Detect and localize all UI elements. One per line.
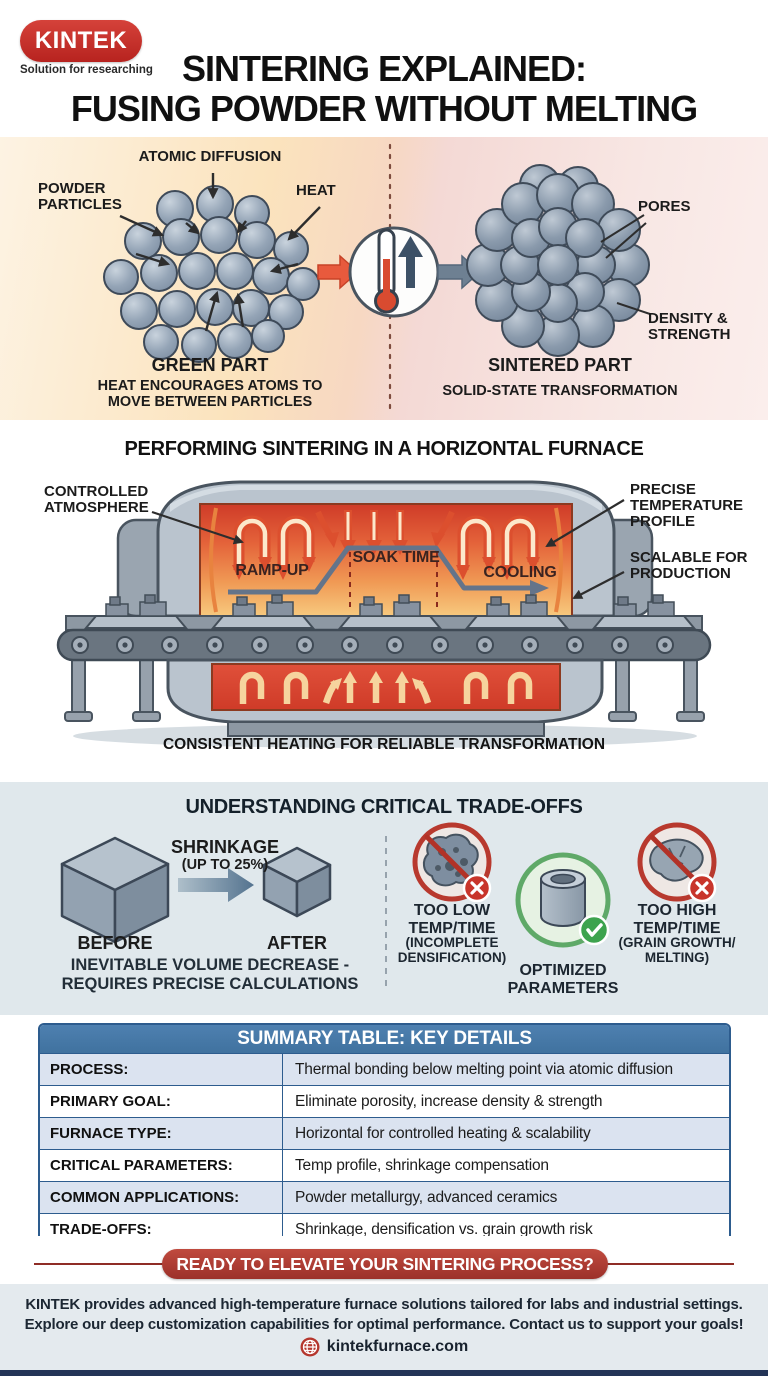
part-trays [83,594,697,629]
label-leader-lines [600,214,651,315]
sintered-particle-cluster [466,164,650,357]
before-cube [60,836,170,944]
row-label: COMMON APPLICATIONS: [40,1182,283,1213]
row-value: Thermal bonding below melting point via … [295,1060,673,1078]
furnace-lower-body [166,658,604,737]
process-section: ATOMIC DIFFUSION POWDER PARTICLES HEAT P… [0,137,768,420]
furnace-section: PERFORMING SINTERING IN A HORIZONTAL FUR… [0,420,768,782]
conveyor-belt [56,628,712,662]
shrinkage-arrow [178,868,254,902]
green-part-caption: HEAT ENCOURAGES ATOMS TO MOVE BETWEEN PA… [97,378,323,411]
furnace-illustration [56,480,712,748]
powder-particle-cluster [103,185,320,363]
footer-message-line2: Explore our deep customization capabilit… [24,1316,744,1333]
table-row: CRITICAL PARAMETERS: Temp profile, shrin… [40,1149,729,1181]
website-link[interactable]: kintekfurnace.com [326,1338,469,1355]
temperature-profile-line [228,545,549,612]
label-optimized: OPTIMIZED PARAMETERS [507,962,619,998]
label-too-high-sub: (GRAIN GROWTH/ MELTING) [618,935,736,965]
row-value: Powder metallurgy, advanced ceramics [295,1188,558,1206]
zone-label-cooling: COOLING [483,564,557,581]
row-value: Temp profile, shrinkage compensation [295,1156,549,1174]
check-badge-icon [578,914,610,946]
row-value: Horizontal for controlled heating & scal… [295,1124,591,1142]
footer-background [0,1284,768,1376]
tradeoffs-section: UNDERSTANDING CRITICAL TRADE-OFFS SHRINK… [0,782,768,1015]
sintered-part-title: SINTERED PART [488,355,632,375]
label-before: BEFORE [77,933,153,953]
shrinkage-caption: INEVITABLE VOLUME DECREASE - REQUIRES PR… [61,956,359,994]
optimized-icon [515,852,611,948]
summary-table: SUMMARY TABLE: KEY DETAILS PROCESS: Ther… [38,1023,731,1247]
label-controlled-atmosphere: CONTROLLED ATMOSPHERE [44,483,149,517]
row-label: PRIMARY GOAL: [40,1086,283,1117]
label-too-low-sub: (INCOMPLETE DENSIFICATION) [397,935,507,965]
summary-section: SUMMARY TABLE: KEY DETAILS PROCESS: Ther… [0,1015,768,1247]
label-shrinkage: SHRINKAGE [170,837,279,857]
label-heat: HEAT [296,182,336,199]
too-high-icon [637,822,717,903]
green-part-title: GREEN PART [151,355,269,375]
heat-flow-arrows-upper [232,510,540,580]
furnace-label-arrows [151,499,625,599]
row-label: PROCESS: [40,1054,283,1085]
diffusion-arrows [119,173,321,332]
zone-label-soak-time: SOAK TIME [352,549,440,566]
page-title-line2: FUSING POWDER WITHOUT MELTING [70,88,698,129]
label-atomic-diffusion: ATOMIC DIFFUSION [138,148,282,165]
footer-message-line1: KINTEK provides advanced high-temperatur… [25,1296,743,1313]
row-label: TRADE-OFFS: [40,1214,283,1245]
label-after: AFTER [267,933,327,953]
furnace-caption: CONSISTENT HEATING FOR RELIABLE TRANSFOR… [162,736,606,753]
x-badge-icon [687,873,717,903]
banner-line-right [604,1263,734,1265]
table-row: FURNACE TYPE: Horizontal for controlled … [40,1117,729,1149]
label-too-low: TOO LOW TEMP/TIME [408,902,496,937]
label-powder-particles: POWDER PARTICLES [38,180,122,214]
table-row: PRIMARY GOAL: Eliminate porosity, increa… [40,1085,729,1117]
footer-bottom-bar [0,1370,768,1376]
x-badge-icon [462,873,492,903]
heat-arrow [317,254,360,290]
label-density-strength: DENSITY & STRENGTH [648,310,731,344]
page-title-line1: SINTERING EXPLAINED: [181,48,587,89]
row-value: Eliminate porosity, increase density & s… [295,1092,603,1110]
cta-banner: READY TO ELEVATE YOUR SINTERING PROCESS? [162,1249,608,1279]
table-row: TRADE-OFFS: Shrinkage, densification vs.… [40,1213,729,1245]
kintek-logo: KINTEK [20,20,142,62]
sintered-part-caption: SOLID-STATE TRANSFORMATION [442,383,678,399]
globe-icon [300,1337,320,1357]
label-precise-temperature-profile: PRECISE TEMPERATURE PROFILE [630,481,744,531]
process-illustration [103,143,651,415]
tradeoffs-title: UNDERSTANDING CRITICAL TRADE-OFFS [185,796,583,818]
table-row: COMMON APPLICATIONS: Powder metallurgy, … [40,1181,729,1213]
after-cube [262,846,332,918]
label-too-high: TOO HIGH TEMP/TIME [633,902,721,937]
brand-tagline: Solution for researching [20,64,153,76]
row-label: FURNACE TYPE: [40,1118,283,1149]
banner-line-left [34,1263,164,1265]
too-low-icon [412,822,492,903]
label-shrinkage-amount: (UP TO 25%) [181,857,269,873]
row-label: CRITICAL PARAMETERS: [40,1150,283,1181]
zone-label-ramp-up: RAMP-UP [235,562,309,579]
website-row: kintekfurnace.com [0,1337,768,1357]
footer: READY TO ELEVATE YOUR SINTERING PROCESS?… [0,1236,768,1376]
table-row: PROCESS: Thermal bonding below melting p… [40,1053,729,1085]
row-value: Shrinkage, densification vs. grain growt… [295,1220,593,1238]
brand-name: KINTEK [34,27,128,54]
label-pores: PORES [638,198,691,215]
furnace-legs [64,659,705,722]
thermometer-icon [348,226,440,318]
label-scalable-production: SCALABLE FOR PRODUCTION [630,549,748,583]
tradeoffs-illustration [60,822,717,992]
summary-table-header: SUMMARY TABLE: KEY DETAILS [40,1025,729,1053]
furnace-section-title: PERFORMING SINTERING IN A HORIZONTAL FUR… [124,438,644,460]
